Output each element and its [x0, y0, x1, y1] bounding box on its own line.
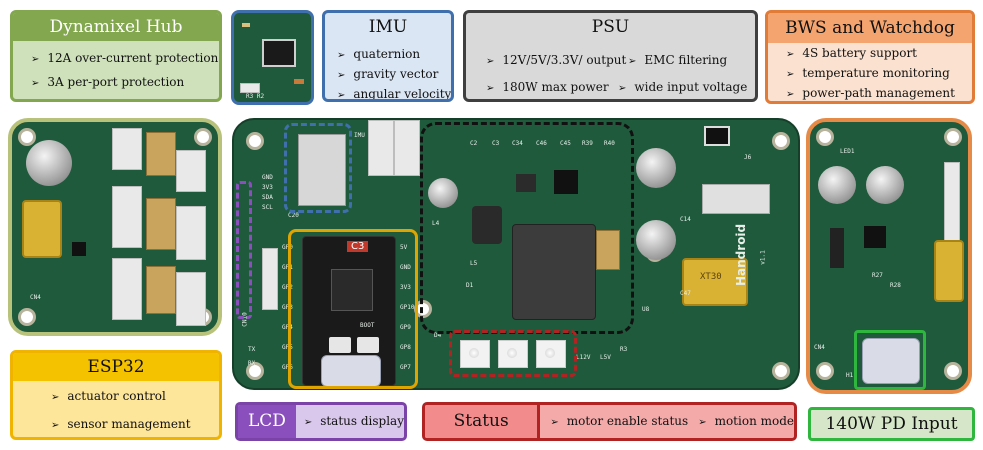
esp32-module-highlight — [288, 229, 418, 389]
status-lights-callout: Status Lights motor enable status motion… — [422, 402, 797, 441]
ref-r26: R28 — [890, 282, 901, 289]
psu-item: 180W max power — [486, 78, 608, 98]
ref-c14: C14 — [680, 216, 691, 223]
pd-usb-highlight — [854, 330, 926, 390]
psu-item: 12V/5V/3.3V/ output — [486, 51, 626, 71]
ref-led1: LED1 — [840, 148, 855, 155]
side-pin-label: GP10 — [400, 304, 415, 311]
tx-label: TX — [248, 346, 256, 353]
lcd-callout: LCD status display — [235, 402, 407, 441]
dynamixel-hub-board: CN4 — [8, 118, 222, 336]
imu-title: IMU — [368, 17, 408, 37]
ref-c34: C34 — [512, 140, 523, 147]
psu-callout: PSU 12V/5V/3.3V/ output EMC filtering 18… — [463, 10, 758, 102]
imu-connector-highlight — [284, 123, 352, 213]
ref-l4: L4 — [432, 220, 440, 227]
ref-u16: H1 — [846, 372, 854, 379]
ref-c47: C47 — [680, 290, 691, 297]
psu-region-highlight — [420, 122, 634, 334]
dynamixel-hub-item: 3A per-port protection — [31, 73, 219, 93]
ref-r40: R40 — [604, 140, 615, 147]
side-pin-label: GP8 — [400, 344, 411, 351]
imu-conn-label: C20 — [288, 212, 299, 219]
ref-c3: C3 — [492, 140, 500, 147]
gpio-label: GP1 — [282, 264, 293, 271]
ref-sw4: CN4 — [814, 344, 825, 351]
main-board: C20 IMU CN10 GND 3V3 SDA SCL C3 GP0 GP1 … — [232, 118, 800, 390]
gpio-label: GP6 — [282, 364, 293, 371]
esp32-callout: ESP32 actuator control sensor management — [10, 350, 222, 440]
ref-u8: U8 — [642, 306, 650, 313]
psu-item: wide input voltage — [618, 78, 747, 98]
chip-label: C3 — [347, 241, 369, 252]
imu-item: quaternion — [337, 45, 451, 65]
ref-l5: L5 — [470, 260, 478, 267]
bws-title: BWS and Watchdog — [768, 13, 972, 43]
boot-label: BOOT — [360, 322, 375, 329]
psu-title: PSU — [591, 17, 630, 37]
ref-c45: C45 — [560, 140, 571, 147]
ref-l12v: L12V — [576, 354, 591, 361]
gpio-label: GP3 — [282, 304, 293, 311]
status-lights-item: motor enable status — [540, 405, 688, 438]
lcd-connector-highlight — [236, 181, 252, 319]
gpio-label: GP2 — [282, 284, 293, 291]
xt30-connector — [682, 258, 748, 306]
version-label: v1.1 — [759, 250, 767, 265]
esp32-item: actuator control — [51, 387, 219, 407]
side-pin-label: 3V3 — [400, 284, 411, 291]
side-pin-label: GND — [400, 264, 411, 271]
dynamixel-hub-callout: Dynamixel Hub 12A over-current protectio… — [10, 10, 222, 102]
ref-c2: C2 — [470, 140, 478, 147]
gpio-label: GP0 — [282, 244, 293, 251]
esp32-title: ESP32 — [13, 353, 219, 381]
gpio-label: GP4 — [282, 324, 293, 331]
lcd-title: LCD — [238, 405, 296, 438]
dynamixel-hub-title: Dynamixel Hub — [13, 13, 219, 41]
pin-3v3: 3V3 — [262, 184, 273, 191]
usb-c-connector — [862, 338, 920, 384]
status-lights-title: Status Lights — [425, 405, 541, 438]
ref-d1: D1 — [466, 282, 474, 289]
rx-label: RX — [248, 360, 256, 367]
xt30-label: XT30 — [700, 272, 722, 282]
bws-callout: BWS and Watchdog 4S battery support temp… — [765, 10, 975, 104]
imu-item: angular velocity — [337, 85, 451, 99]
psu-item: EMC filtering — [628, 51, 727, 71]
lcd-item: status display — [296, 405, 404, 438]
bws-item: 4S battery support — [786, 44, 972, 64]
ref-r3: R3 — [620, 346, 628, 353]
status-lights-item: motion mode — [688, 405, 794, 438]
status-lights-highlight — [449, 330, 577, 377]
ref-d4: D4 — [434, 332, 442, 339]
esp32-module: C3 — [302, 236, 396, 387]
imu-silk: IMU — [354, 132, 365, 139]
bws-item: temperature monitoring — [786, 64, 972, 84]
bws-item: power-path management — [786, 84, 972, 101]
ref-c46: C46 — [536, 140, 547, 147]
side-pin-label: 5V — [400, 244, 408, 251]
gpio-label: GP5 — [282, 344, 293, 351]
ref-l5v: L5V — [600, 354, 611, 361]
imu-callout: IMU quaternion gravity vector angular ve… — [322, 10, 454, 102]
bws-board: LED1 R27 R28 CN4 H1 — [806, 118, 972, 394]
ref-j6: J6 — [744, 154, 752, 161]
imu-board-photo: R3 R2 — [231, 10, 314, 105]
imu-item: gravity vector — [337, 65, 451, 85]
side-pin-label: GP9 — [400, 324, 411, 331]
ref-r39: R39 — [582, 140, 593, 147]
dynamixel-hub-item: 12A over-current protection — [31, 49, 219, 69]
esp32-item: sensor management — [51, 415, 219, 435]
pin-scl: SCL — [262, 204, 273, 211]
pin-sda: SDA — [262, 194, 273, 201]
ref-r25: R27 — [872, 272, 883, 279]
pd-input-callout: 140W PD Input — [808, 407, 975, 441]
pin-gnd: GND — [262, 174, 273, 181]
brand-label: Handroid — [734, 223, 748, 286]
side-pin-label: GP7 — [400, 364, 411, 371]
